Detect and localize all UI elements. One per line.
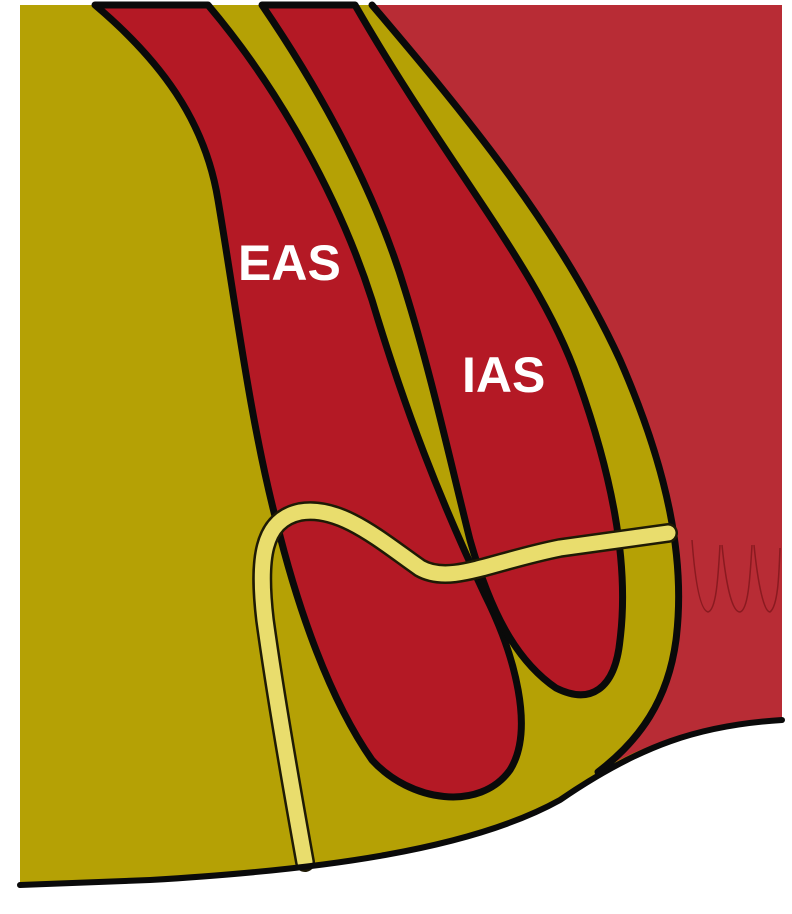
eas-label: EAS	[238, 235, 341, 291]
ias-label: IAS	[462, 347, 545, 403]
